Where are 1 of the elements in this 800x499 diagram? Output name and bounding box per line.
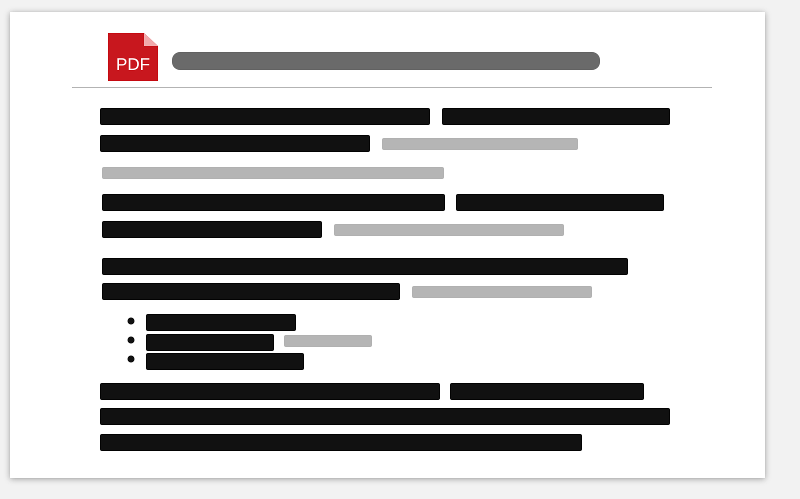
file-type-label: PDF bbox=[115, 55, 151, 75]
